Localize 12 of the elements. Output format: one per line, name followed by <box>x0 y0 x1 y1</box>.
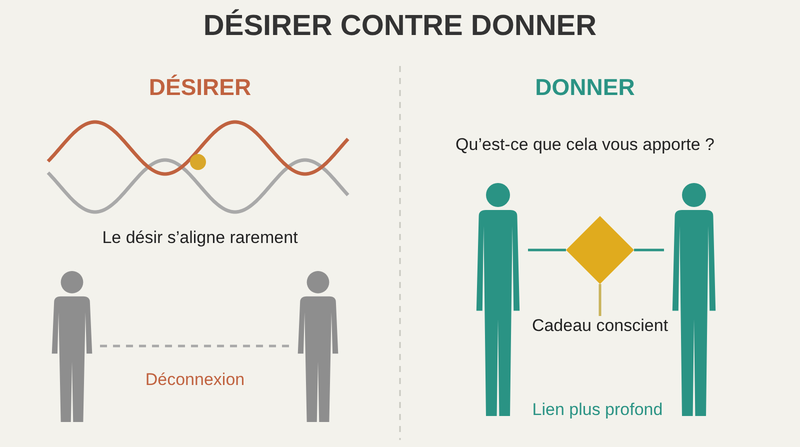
section-heading: DONNER <box>534 74 636 101</box>
question-text: Qu’est-ce que cela vous apporte ? <box>454 135 716 155</box>
section-heading: DÉSIRER <box>148 74 252 101</box>
title: DÉSIRER CONTRE DONNER <box>202 10 598 43</box>
connector-line <box>100 344 290 348</box>
leader-line <box>598 284 602 316</box>
node-label: Cadeau conscient <box>500 316 700 336</box>
connector-line <box>528 248 566 252</box>
connector-line <box>634 248 664 252</box>
edge-label: Déconnexion <box>144 370 246 390</box>
caption-text: Le désir s’aligne rarement <box>101 228 299 248</box>
caption-text: Lien plus profond <box>531 400 664 420</box>
